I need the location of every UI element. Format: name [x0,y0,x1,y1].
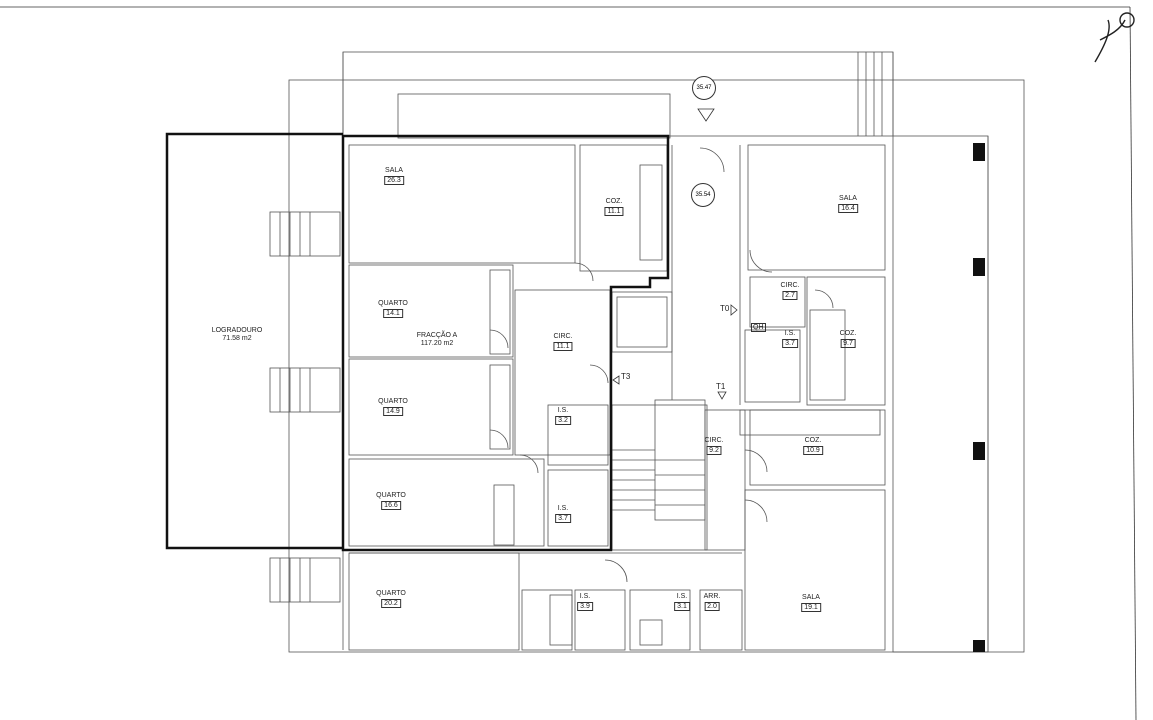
room-circ-a: CIRC.11.1 [553,333,573,351]
room-is-a1: I.S.3.2 [555,407,571,425]
marker-qh: QH [751,323,766,332]
room-is-c: I.S.3.7 [782,330,798,348]
signature-mark [1094,12,1135,63]
room-coz-b: COZ.10.9 [803,437,823,455]
marker-t1: T1 [716,382,726,391]
room-arr: ARR.2.0 [703,593,721,611]
room-is-a2: I.S.3.7 [555,505,571,523]
room-is-b2: I.S.3.1 [674,593,690,611]
level-marker-1: 35.47 [692,76,716,100]
room-circ-c: CIRC.2.7 [780,282,800,300]
marker-t3: T3 [621,372,631,381]
room-circ-b: CIRC.9.2 [704,437,724,455]
room-coz-c: COZ.9.7 [839,330,857,348]
level-marker-2: 35.54 [691,183,715,207]
marker-t0: T0 [720,304,730,313]
room-is-b1: I.S.3.9 [577,593,593,611]
room-coz-a: COZ.11.1 [604,198,624,216]
